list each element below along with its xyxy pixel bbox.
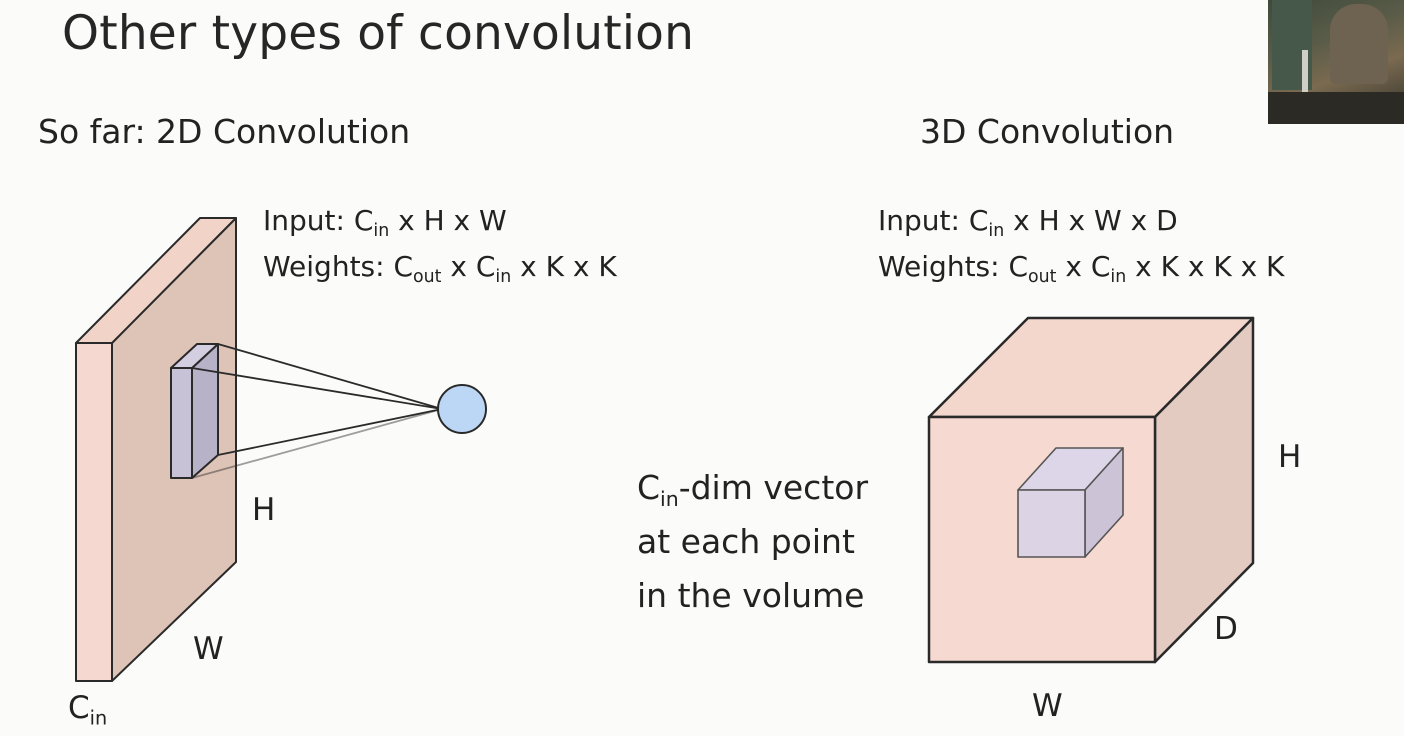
left-input-rest: x H x W bbox=[389, 204, 507, 237]
right-weights-shape: Weights: Cout x Cin x K x K x K bbox=[878, 244, 1284, 290]
right-weights-sub-in: in bbox=[1110, 267, 1127, 288]
heading-2d-convolution: So far: 2D Convolution bbox=[38, 112, 411, 151]
projection-line-1 bbox=[217, 343, 443, 410]
label-width-3d: W bbox=[1032, 688, 1063, 724]
left-weights-sub-out: out bbox=[413, 267, 442, 288]
label-height-3d: H bbox=[1278, 439, 1302, 475]
right-weights-sub-out: out bbox=[1028, 267, 1057, 288]
volume-description: Cin-dim vector at each point in the volu… bbox=[637, 461, 868, 623]
left-weights-mid: x C bbox=[441, 250, 496, 283]
left-input-prefix: Input: C bbox=[263, 204, 374, 237]
right-input-rest: x H x W x D bbox=[1004, 204, 1178, 237]
video-lamp bbox=[1302, 50, 1308, 94]
label-channels-2d: Cin bbox=[68, 690, 107, 728]
label-depth-3d: D bbox=[1214, 611, 1238, 647]
output-neuron bbox=[437, 384, 487, 434]
kernel-block-2d bbox=[170, 343, 219, 479]
label-width-2d: W bbox=[193, 631, 224, 667]
projection-line-3 bbox=[217, 408, 443, 456]
right-weights-prefix: Weights: C bbox=[878, 250, 1029, 283]
projection-line-2 bbox=[191, 367, 443, 410]
video-desk bbox=[1268, 92, 1404, 124]
presenter-video-thumbnail bbox=[1268, 0, 1404, 124]
volume-description-line-3: in the volume bbox=[637, 576, 865, 615]
right-input-sub: in bbox=[988, 221, 1005, 242]
projection-lines bbox=[191, 343, 443, 479]
heading-3d-convolution: 3D Convolution bbox=[920, 112, 1175, 151]
description-rest: -dim vector bbox=[678, 468, 869, 507]
kernel-cube-3d bbox=[1017, 447, 1124, 558]
left-weights-shape: Weights: Cout x Cin x K x K bbox=[263, 244, 617, 290]
right-weights-rest: x K x K x K bbox=[1126, 250, 1285, 283]
label-channels-sub: in bbox=[89, 706, 108, 730]
right-input-shape: Input: Cin x H x W x D bbox=[878, 198, 1178, 244]
slab-front bbox=[75, 342, 113, 682]
kernel-cube-front bbox=[1017, 489, 1086, 558]
description-c: C bbox=[637, 468, 661, 507]
volume-description-line-1: Cin-dim vector bbox=[637, 461, 868, 515]
projection-line-4 bbox=[191, 408, 443, 479]
kernel-front bbox=[170, 367, 193, 479]
volume-description-line-2: at each point bbox=[637, 522, 855, 561]
label-height-2d: H bbox=[252, 492, 276, 528]
video-presenter bbox=[1330, 4, 1388, 84]
slide-title: Other types of convolution bbox=[62, 6, 695, 61]
left-weights-rest: x K x K bbox=[511, 250, 617, 283]
left-weights-prefix: Weights: C bbox=[263, 250, 414, 283]
right-weights-mid: x C bbox=[1056, 250, 1111, 283]
label-channels-main: C bbox=[68, 690, 90, 726]
right-input-prefix: Input: C bbox=[878, 204, 989, 237]
left-input-sub: in bbox=[373, 221, 390, 242]
left-weights-sub-in: in bbox=[495, 267, 512, 288]
left-input-shape: Input: Cin x H x W bbox=[263, 198, 507, 244]
description-c-sub: in bbox=[660, 487, 679, 512]
